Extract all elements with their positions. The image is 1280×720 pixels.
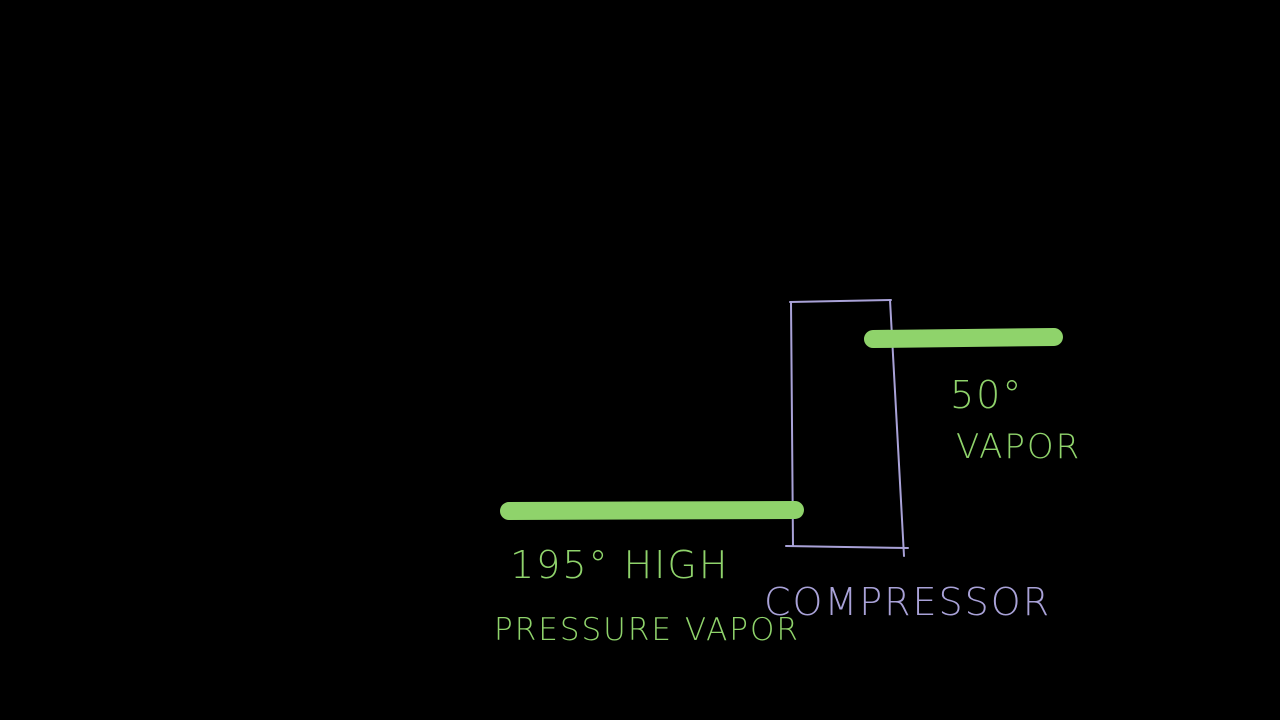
inlet-pipe bbox=[864, 328, 1063, 348]
compressor-label: COMPRESSOR bbox=[764, 580, 1051, 624]
outlet-state-label: PRESSURE VAPOR bbox=[494, 612, 800, 648]
inlet-temp-label: 50° bbox=[950, 373, 1023, 417]
outlet-pipe bbox=[500, 501, 804, 520]
outlet-temp-label: 195° HIGH bbox=[510, 543, 729, 587]
inlet-state-label: VAPOR bbox=[956, 427, 1081, 467]
